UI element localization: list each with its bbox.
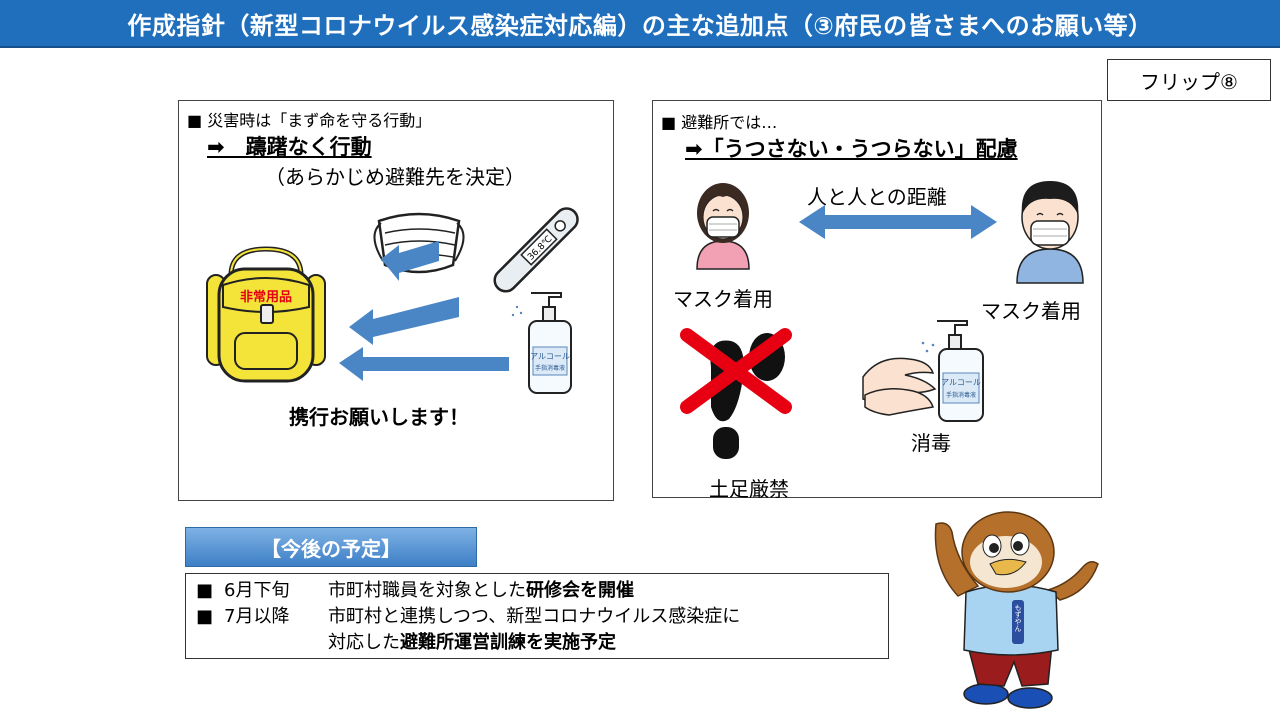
- distance-label: 人と人との距離: [807, 185, 947, 209]
- mask-caption-right: マスク着用: [981, 299, 1081, 323]
- sanitizer-label: アルコール: [530, 352, 570, 361]
- sanitizer-sublabel: 手指消毒液: [535, 364, 565, 372]
- schedule-item: ■ 7月以降 市町村と連携しつつ、新型コロナウイルス感染症に: [196, 606, 741, 627]
- arrow-icon: [349, 297, 459, 345]
- left-heading-main: ➡ 躊躇なく行動: [207, 135, 372, 159]
- sanitizer-bottle-icon: アルコール 手指消毒液: [511, 292, 572, 394]
- backpack-icon: 非常用品: [206, 246, 326, 383]
- disinfect-caption: 消毒: [911, 431, 951, 455]
- hand-disinfect-icon: アルコール 手指消毒液: [862, 320, 984, 422]
- svg-text:アルコール: アルコール: [941, 378, 981, 387]
- left-heading-sub: （あらかじめ避難先を決定）: [265, 165, 525, 189]
- distance-arrow-icon: [799, 205, 997, 239]
- no-shoes-caption: 土足厳禁: [709, 477, 789, 501]
- mask-caption-left: マスク着用: [673, 287, 773, 311]
- thermometer-icon: 36.8℃: [493, 207, 579, 293]
- mascot-shirt-text: もずやん: [1014, 604, 1022, 632]
- right-heading-main: ➡「うつさない・うつらない」配慮: [685, 137, 1018, 161]
- schedule-box: ■ 6月下旬 市町村職員を対象とした研修会を開催 ■ 7月以降 市町村と連携しつ…: [185, 573, 889, 659]
- arrow-icon: [381, 241, 439, 281]
- left-caption: 携行お願いします！: [289, 405, 469, 429]
- backpack-label: 非常用品: [240, 289, 292, 305]
- left-heading-small: ■ 災害時は「まず命を守る行動」: [187, 111, 432, 130]
- flip-label: フリップ⑧: [1107, 59, 1271, 101]
- schedule-title: 【今後の予定】: [185, 527, 477, 567]
- woman-with-mask-icon: [696, 183, 750, 270]
- schedule-item: ■ 6月下旬 市町村職員を対象とした研修会を開催: [196, 580, 634, 601]
- man-with-mask-icon: [1016, 181, 1084, 284]
- arrows-to-backpack: [339, 241, 509, 381]
- schedule-continuation: 対応した避難所運営訓練を実施予定: [328, 632, 616, 653]
- svg-text:手指消毒液: 手指消毒液: [946, 391, 976, 399]
- page-title: 作成指針（新型コロナウイルス感染症対応編）の主な追加点（③府民の皆さまへのお願い…: [127, 11, 1153, 40]
- left-panel: ■ 災害時は「まず命を守る行動」 ➡ 躊躇なく行動 （あらかじめ避難先を決定） …: [178, 100, 614, 501]
- arrow-icon: [339, 347, 509, 381]
- title-bar: 作成指針（新型コロナウイルス感染症対応編）の主な追加点（③府民の皆さまへのお願い…: [0, 0, 1280, 48]
- sanitizer-bottle-icon: アルコール 手指消毒液: [937, 320, 984, 422]
- right-heading-small: ■ 避難所では…: [661, 113, 778, 132]
- right-panel: ■ 避難所では… ➡「うつさない・うつらない」配慮 人と人との距離 マスク着用 …: [652, 100, 1102, 501]
- no-shoes-icon: [680, 328, 792, 459]
- mascot-icon: もずやん: [934, 511, 1099, 709]
